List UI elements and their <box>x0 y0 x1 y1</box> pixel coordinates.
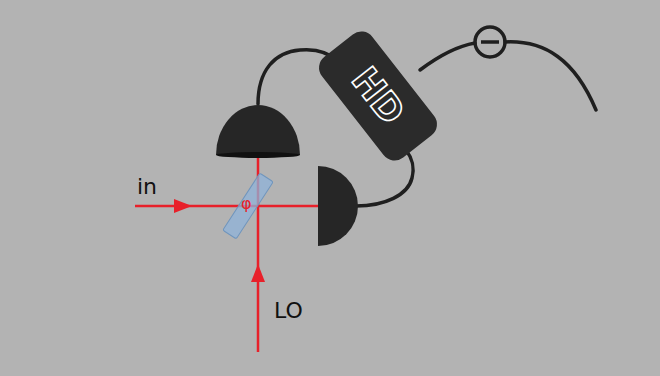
minus-sign <box>481 40 499 44</box>
photodetector <box>216 105 300 155</box>
phase-symbol: φ <box>241 194 252 213</box>
subtractor-symbol <box>475 27 505 57</box>
photodetector <box>318 166 358 246</box>
subtractor-symbol <box>475 27 505 57</box>
input-beam <box>135 205 320 208</box>
beam-label: LO <box>274 298 303 323</box>
arrow-head <box>174 199 192 213</box>
laser-beam <box>135 154 320 352</box>
detector-label: HD <box>345 61 410 130</box>
beam-label: in <box>137 174 157 199</box>
detector-wire <box>356 150 413 206</box>
arrow-head <box>251 264 265 282</box>
signal-wire <box>505 42 596 110</box>
beam-splitter <box>223 173 273 239</box>
signal-wire <box>420 43 475 70</box>
homodyne-detector: HD <box>313 26 442 166</box>
photodetector <box>216 152 300 158</box>
